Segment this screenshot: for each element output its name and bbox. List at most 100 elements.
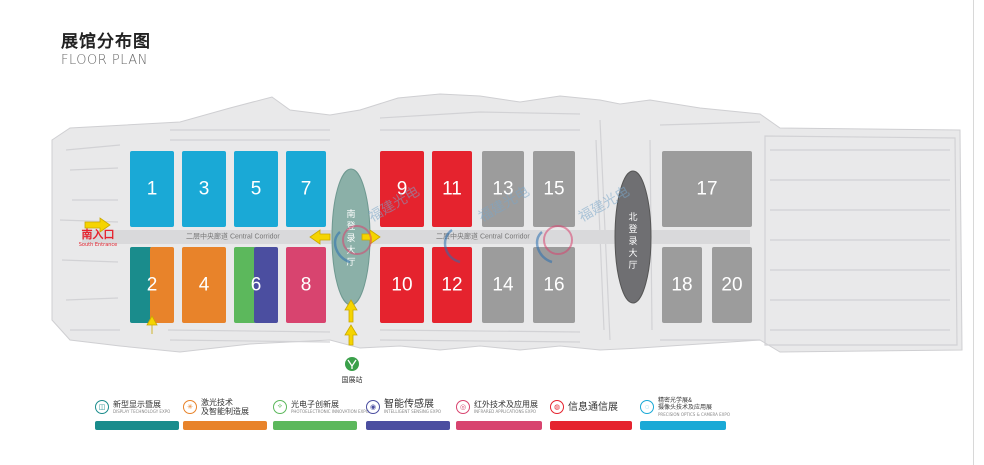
hall-4-label: 4 (199, 275, 210, 296)
hall-7[interactable] (286, 151, 326, 227)
hall-2-laser-section[interactable] (150, 247, 174, 323)
hall-15-label: 15 (543, 179, 564, 200)
legend-laser-bar (183, 421, 267, 430)
south-entrance-arrow-icon (84, 217, 111, 233)
hall-18[interactable] (662, 247, 702, 323)
hall-1[interactable] (130, 151, 174, 227)
hall-7-label: 7 (301, 179, 312, 200)
laser-icon: ✳ (183, 400, 197, 414)
hall-18-label: 18 (671, 275, 692, 296)
display-icon: ◫ (95, 400, 109, 414)
hall-17-label: 17 (696, 179, 717, 200)
legend-display-label: 新型显示暨展 (113, 400, 161, 409)
north-registration-hall[interactable]: 北 登 录 大 厅 (614, 170, 652, 304)
legend-precision-label-en: PRECISION OPTICS & CAMERA EXPO (658, 411, 730, 417)
legend-laser-label-2: 及智能制造展 (201, 407, 249, 416)
legend-item-infrared[interactable]: ◎ 红外技术及应用展 INFRARED APPLICATIONS EXPO (456, 396, 542, 430)
hall-13-label: 13 (492, 179, 513, 200)
legend-infrared-label: 红外技术及应用展 (474, 400, 538, 409)
hall-8-label: 8 (301, 275, 312, 296)
south-hall-char-3: 录 (346, 233, 355, 243)
hall-2-display-section[interactable] (130, 247, 152, 323)
legend-item-precision-optics[interactable]: ◌ 精密光学展& 摄像头技术及应用展 PRECISION OPTICS & CA… (640, 396, 730, 430)
hall-group: 1 3 5 7 2 4 6 8 9 11 10 12 13 15 14 16 1… (130, 151, 752, 323)
precision-optics-icon: ◌ (640, 400, 654, 414)
south-hall-char-2: 登 (346, 221, 355, 231)
north-hall-char-2: 登 (628, 224, 637, 234)
south-hall-char-1: 南 (346, 208, 355, 219)
corridor-label-left: 二层中央廊道 Central Corridor (186, 232, 280, 241)
legend-item-photonics[interactable]: ⟡ 光电子创新展 PHOTOELECTRONIC INNOVATION EXPO (273, 396, 369, 430)
hall-13[interactable] (482, 151, 524, 227)
page-divider (973, 0, 974, 465)
hall-16[interactable] (533, 247, 575, 323)
north-hall-char-5: 厅 (628, 260, 637, 270)
infrared-icon: ◎ (456, 400, 470, 414)
infocomm-icon: ◍ (550, 400, 564, 414)
watermark-swoosh-3-icon (535, 231, 553, 264)
legend-precision-bar (640, 421, 726, 430)
legend-sensing-label: 智能传感展 (384, 399, 434, 410)
north-hall-char-3: 录 (628, 236, 637, 246)
hall-9[interactable] (380, 151, 424, 227)
hall-6-photonics-section[interactable] (234, 247, 256, 323)
legend-infocomm-label: 信息通信展 (568, 401, 618, 413)
hall-5-label: 5 (251, 179, 262, 200)
north-hall-char-1: 北 (628, 212, 637, 222)
legend-infrared-bar (456, 421, 542, 430)
photonics-icon: ⟡ (273, 400, 287, 414)
hall-12[interactable] (432, 247, 472, 323)
page-title: 展馆分布图 (61, 32, 151, 51)
hall-20[interactable] (712, 247, 752, 323)
hall-12-label: 12 (441, 275, 462, 296)
watermark-swoosh-1-icon (333, 231, 351, 264)
hall-16-label: 16 (543, 275, 564, 296)
legend-item-laser[interactable]: ✳ 激光技术 及智能制造展 (183, 396, 267, 430)
central-corridor (82, 230, 750, 244)
legend-photonics-bar (273, 421, 357, 430)
outline-details (59, 111, 958, 346)
hall-3-label: 3 (199, 179, 210, 200)
legend-infrared-label-en: INFRARED APPLICATIONS EXPO (474, 409, 537, 414)
hall-6-sensing-section[interactable] (254, 247, 278, 323)
page-subtitle: FLOOR PLAN (61, 53, 148, 68)
hall-11-label: 11 (442, 179, 462, 200)
hall-10[interactable] (380, 247, 424, 323)
arrow-left-corridor-icon (309, 229, 331, 245)
hall-5[interactable] (234, 151, 278, 227)
legend-photonics-label-en: PHOTOELECTRONIC INNOVATION EXPO (291, 409, 369, 414)
page-title-block: 展馆分布图 FLOOR PLAN (61, 27, 151, 68)
legend-precision-label: 精密光学展& (658, 397, 693, 404)
watermark-badge-3-icon (543, 225, 573, 255)
hall-14-label: 14 (492, 275, 514, 296)
legend-item-display[interactable]: ◫ 新型显示暨展 DISPLAY TECHNOLOGY EXPO (95, 396, 179, 430)
south-entrance[interactable]: 南入口 South Entrance (79, 217, 118, 248)
legend-sensing-bar (366, 421, 450, 430)
hall-20-label: 20 (721, 275, 742, 296)
metro-icon-glyph (347, 359, 357, 369)
legend-infocomm-bar (550, 421, 632, 430)
hall-15[interactable] (533, 151, 575, 227)
hall-14[interactable] (482, 247, 524, 323)
north-hall-char-4: 大 (628, 247, 637, 258)
sensing-icon: ◉ (366, 400, 380, 414)
legend-item-sensing[interactable]: ◉ 智能传感展 INTELLIGENT SENSING EXPO (366, 396, 450, 430)
legend-display-label-en: DISPLAY TECHNOLOGY EXPO (113, 409, 171, 414)
hall-17[interactable] (662, 151, 752, 227)
hall-10-label: 10 (391, 275, 412, 296)
corridor-label-right: 二层中央廊道 Central Corridor (436, 232, 530, 241)
arrow-up-hall-2-icon (146, 315, 158, 334)
legend-item-infocomm[interactable]: ◍ 信息通信展 (550, 396, 632, 430)
hall-9-label: 9 (397, 179, 408, 200)
south-hall-char-4: 大 (346, 244, 355, 255)
metro-station[interactable]: 国展站 (342, 357, 363, 384)
hall-3[interactable] (182, 151, 226, 227)
legend-photonics-label: 光电子创新展 (291, 400, 339, 409)
legend-sensing-label-en: INTELLIGENT SENSING EXPO (384, 409, 442, 414)
hall-4[interactable] (182, 247, 226, 323)
hall-11[interactable] (432, 151, 472, 227)
south-entrance-label-en: South Entrance (79, 242, 118, 248)
hall-8[interactable] (286, 247, 326, 323)
hall-2-label: 2 (147, 275, 158, 296)
watermark-badge-1-icon (342, 225, 372, 255)
